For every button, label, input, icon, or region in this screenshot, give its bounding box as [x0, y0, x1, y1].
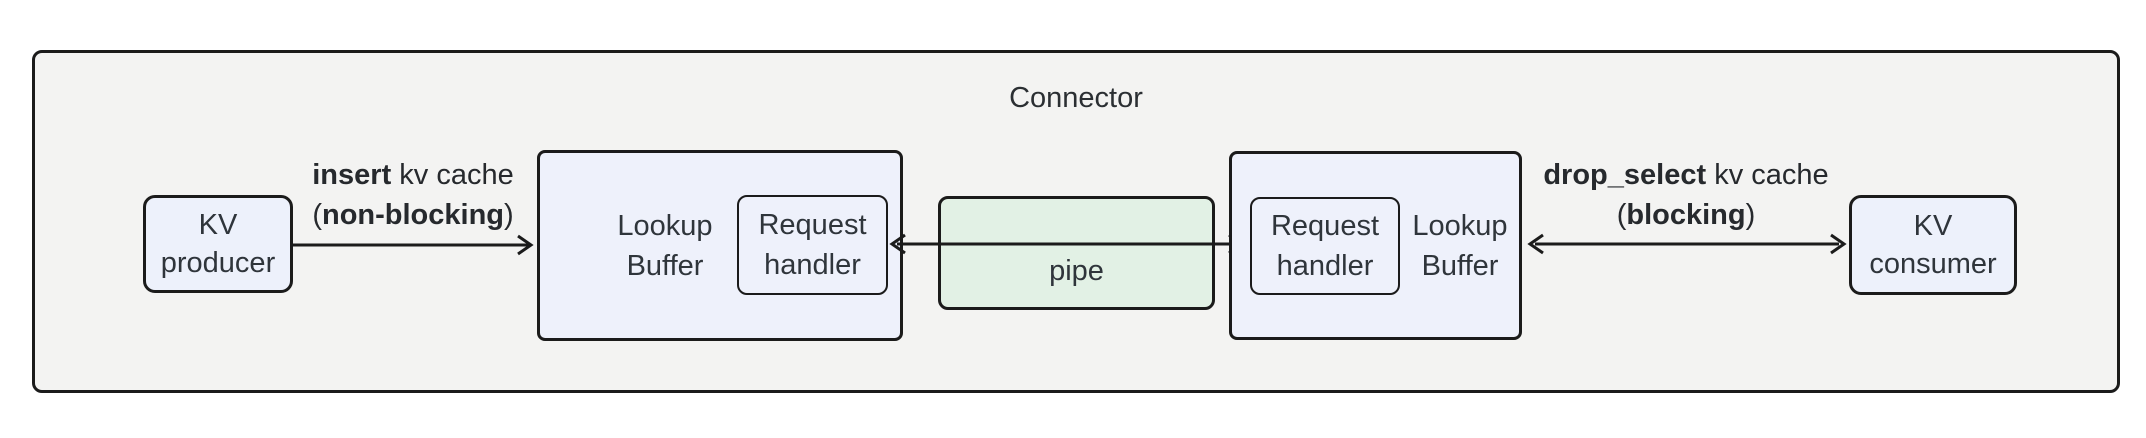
- insert-edge-label-line2: (non-blocking): [312, 199, 514, 231]
- drop-select-edge-label-line2: (blocking): [1616, 199, 1756, 231]
- kv-producer-node: KV producer: [143, 195, 293, 293]
- connector-container: Connector KV producer insert kv cache (n…: [32, 50, 2120, 393]
- insert-edge-label-line1: insert kv cache: [312, 159, 514, 191]
- lookup-buffer-right-label: Lookup Buffer: [1412, 209, 1508, 282]
- handlers-pipe-arrow: [889, 233, 1245, 255]
- pipe-label: pipe: [1049, 255, 1104, 287]
- insert-edge-label: insert kv cache (non-blocking): [243, 155, 583, 235]
- drop-select-edge-label-line1: drop_select kv cache: [1543, 159, 1829, 191]
- drop-select-edge-label: drop_select kv cache (blocking): [1516, 155, 1856, 235]
- pipe-node: pipe: [938, 196, 1215, 310]
- request-handler-left-node: Request handler: [737, 195, 888, 295]
- lookup-buffer-left-node: Lookup Buffer Request handler: [537, 150, 903, 341]
- connector-title: Connector: [1009, 82, 1143, 114]
- kv-consumer-node: KV consumer: [1849, 195, 2017, 295]
- lookup-buffer-left-label: Lookup Buffer: [617, 209, 713, 282]
- request-handler-right-node: Request handler: [1250, 197, 1400, 295]
- lookup-buffer-right-node: Request handler Lookup Buffer: [1229, 151, 1522, 340]
- drop-select-arrow: [1527, 233, 1847, 255]
- insert-arrow: [293, 234, 534, 256]
